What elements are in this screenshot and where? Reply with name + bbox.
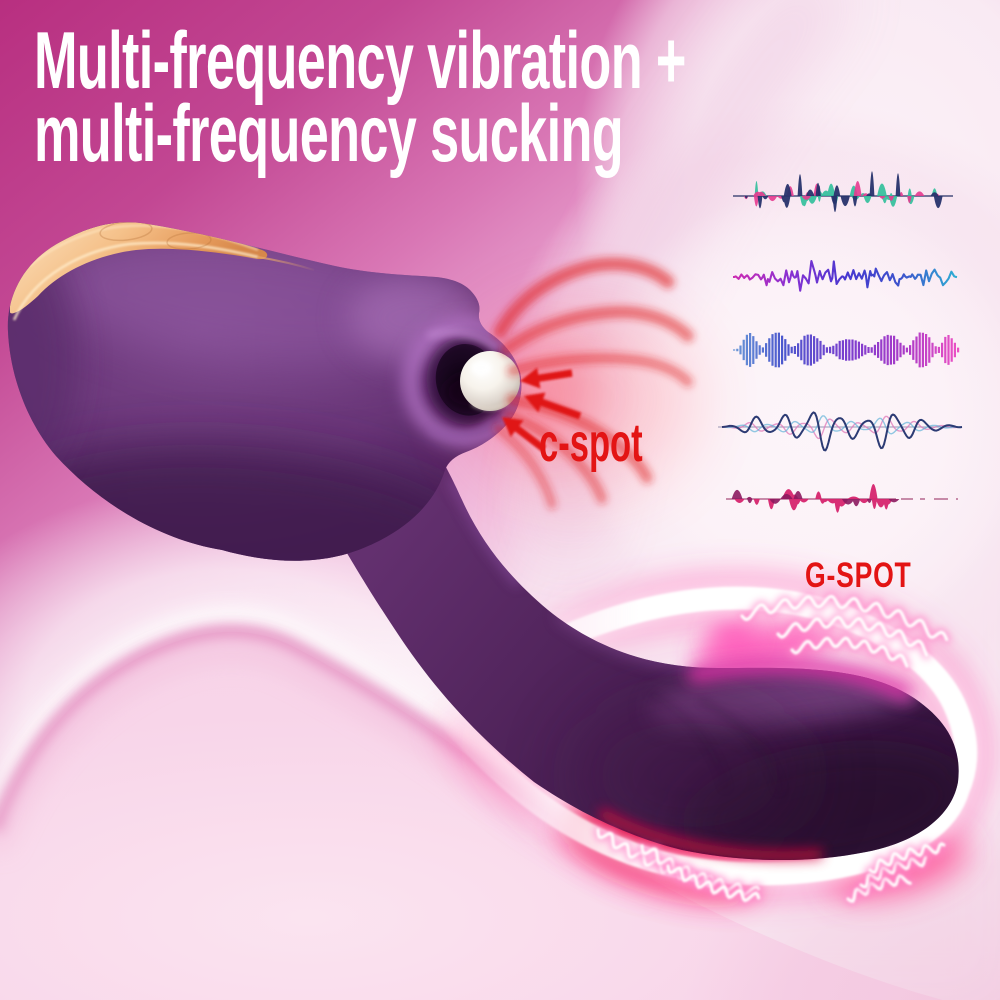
head-left-shade	[7, 245, 78, 475]
suction-curves	[493, 257, 694, 510]
headline: Multi-frequency vibration + multi-freque…	[34, 16, 686, 179]
bulb-wrinkle-1	[698, 697, 783, 793]
suction-curve-5	[503, 410, 607, 504]
suction-arrow-1	[520, 367, 573, 389]
waveform-1	[733, 171, 953, 213]
suction-effect	[493, 257, 694, 510]
bulb-wrinkle-2	[646, 689, 729, 791]
pearl-specular	[471, 361, 491, 375]
mound-rim	[0, 625, 853, 981]
mound-rim-inner-shade	[0, 638, 841, 993]
suction-arrow-2	[524, 392, 582, 420]
waveform-2	[733, 259, 958, 292]
waveform-5	[726, 484, 958, 513]
mound-shape	[0, 631, 943, 1000]
vibration-squiggles	[594, 592, 951, 906]
headline-line2: multi-frequency sucking	[34, 89, 624, 179]
gold-cap-edge-highlight	[12, 241, 259, 321]
gold-cap-shape	[9, 222, 268, 314]
suction-arrows	[502, 367, 582, 452]
vibration-squiggle-9	[866, 839, 948, 877]
suction-curve-3	[507, 353, 693, 387]
suction-arrow-3	[502, 417, 547, 452]
background-light-boost	[575, 190, 1000, 650]
product-mouth	[402, 317, 522, 447]
vibration-squiggle-7	[844, 870, 915, 906]
product	[7, 222, 959, 861]
product-head	[7, 222, 522, 561]
gold-button-1	[99, 222, 153, 242]
vibration-squiggle-1	[738, 592, 951, 644]
waveform-group	[718, 171, 963, 513]
vibration-squiggle-3	[788, 633, 911, 671]
g-spot-label: G-SPOT	[805, 556, 912, 595]
c-spot-label: c-spot	[539, 413, 643, 473]
lip-highlight-top	[427, 329, 501, 353]
suction-curve-2	[501, 305, 694, 355]
pearl-bottom-reflection	[471, 400, 509, 410]
waveform-4	[718, 411, 963, 452]
glow-pink-hotspot	[709, 620, 757, 652]
waveform-3	[733, 332, 960, 368]
lip-highlight-bottom	[428, 417, 497, 439]
suction-curve-1	[493, 257, 675, 339]
suction-curve-4	[506, 394, 653, 484]
bulb-rim-red	[597, 807, 823, 861]
gold-button-2	[166, 232, 212, 250]
suction-curve-6	[493, 423, 557, 510]
vibration-squiggle-2	[774, 612, 931, 660]
headline-line1: Multi-frequency vibration +	[34, 16, 686, 106]
product-shaft	[328, 440, 959, 861]
gold-trim-line	[257, 256, 315, 271]
head-shadow-bottom	[7, 444, 485, 561]
glow-ring-white	[423, 586, 978, 886]
vibration-squiggle-6	[664, 862, 763, 906]
bulb-rim-pink	[687, 657, 913, 701]
